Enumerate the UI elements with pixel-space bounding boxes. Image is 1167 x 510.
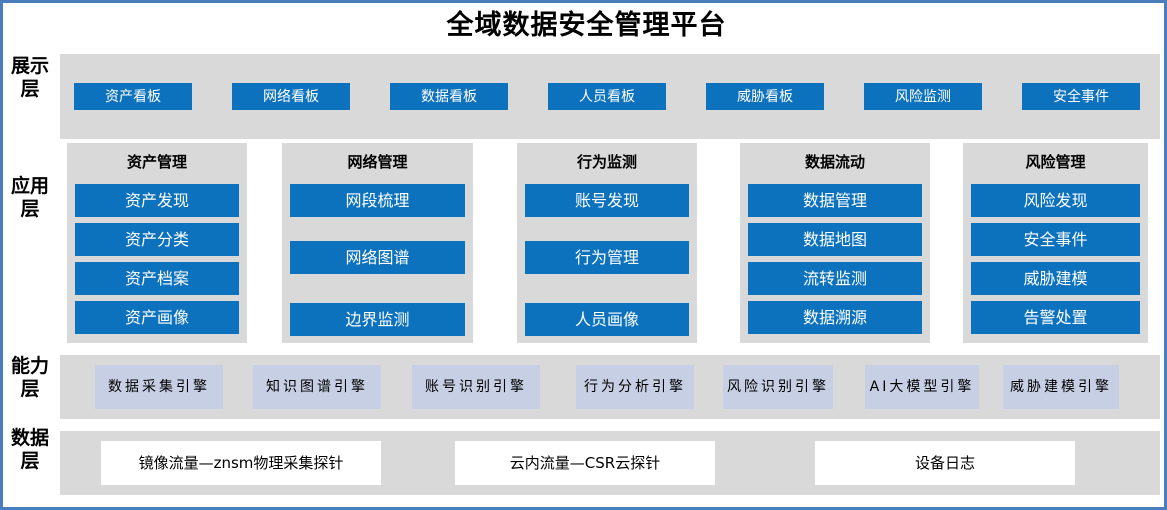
- data-source-cloud-traffic-probe[interactable]: 云内流量—CSR云探针: [455, 441, 715, 485]
- app-column-title: 资产管理: [126, 153, 187, 171]
- layer-label-data: 数据层: [10, 427, 49, 472]
- app-item-asset-classification[interactable]: 资产分类: [75, 223, 239, 256]
- app-item-alert-handling[interactable]: 告警处置: [971, 301, 1140, 334]
- app-item-risk-discovery[interactable]: 风险发现: [971, 184, 1140, 217]
- app-item-segment-sorting[interactable]: 网段梳理: [290, 184, 465, 217]
- app-item-account-discovery[interactable]: 账号发现: [525, 184, 689, 217]
- app-column-behavior-monitoring: 行为监测 账号发现 行为管理 人员画像: [517, 143, 697, 343]
- app-item-asset-discovery[interactable]: 资产发现: [75, 184, 239, 217]
- presentation-item-risk-monitor[interactable]: 风险监测: [864, 83, 982, 110]
- capability-item-knowledge-graph-engine[interactable]: 知识图谱引擎: [253, 365, 381, 409]
- app-column-title: 行为监测: [576, 153, 637, 171]
- app-item-behavior-mgmt[interactable]: 行为管理: [525, 241, 689, 274]
- capability-item-threat-modeling-engine[interactable]: 威胁建模引擎: [1003, 365, 1119, 409]
- app-item-person-profile[interactable]: 人员画像: [525, 303, 689, 336]
- app-item-security-event[interactable]: 安全事件: [971, 223, 1140, 256]
- capability-item-behavior-analysis-engine[interactable]: 行为分析引擎: [576, 365, 694, 409]
- capability-item-label: AI大模型引擎: [869, 379, 975, 395]
- capability-item-label: 数据采集引擎: [108, 379, 210, 395]
- app-column-title: 数据流动: [804, 153, 865, 171]
- app-item-threat-modeling[interactable]: 威胁建模: [971, 262, 1140, 295]
- capability-item-risk-identification-engine[interactable]: 风险识别引擎: [723, 365, 833, 409]
- app-column-title: 风险管理: [1025, 153, 1086, 171]
- app-item-asset-archive[interactable]: 资产档案: [75, 262, 239, 295]
- app-column-title: 网络管理: [347, 153, 408, 171]
- presentation-item-security-event[interactable]: 安全事件: [1022, 83, 1140, 110]
- layer-label-capability: 能力层: [10, 355, 49, 400]
- presentation-item-data-board[interactable]: 数据看板: [390, 83, 508, 110]
- presentation-item-network-board[interactable]: 网络看板: [232, 83, 350, 110]
- capability-item-ai-large-model-engine[interactable]: AI大模型引擎: [865, 365, 979, 409]
- page-title: 全域数据安全管理平台: [446, 10, 727, 41]
- data-source-mirror-traffic-probe[interactable]: 镜像流量—znsm物理采集探针: [101, 441, 381, 485]
- app-item-network-graph[interactable]: 网络图谱: [290, 241, 465, 274]
- app-item-flow-monitor[interactable]: 流转监测: [748, 262, 922, 295]
- capability-item-account-recognition-engine[interactable]: 账号识别引擎: [412, 365, 540, 409]
- capability-item-label: 知识图谱引擎: [266, 379, 368, 395]
- app-item-asset-profile[interactable]: 资产画像: [75, 301, 239, 334]
- app-item-boundary-monitor[interactable]: 边界监测: [290, 303, 465, 336]
- capability-item-data-collection-engine[interactable]: 数据采集引擎: [95, 365, 223, 409]
- capability-item-label: 威胁建模引擎: [1010, 379, 1112, 395]
- layer-label-application: 应用层: [10, 175, 49, 220]
- capability-item-label: 账号识别引擎: [425, 379, 527, 395]
- app-column-network-management: 网络管理 网段梳理 网络图谱 边界监测: [282, 143, 473, 343]
- capability-item-label: 风险识别引擎: [727, 379, 829, 395]
- app-item-data-lineage[interactable]: 数据溯源: [748, 301, 922, 334]
- presentation-item-people-board[interactable]: 人员看板: [548, 83, 666, 110]
- app-item-data-map[interactable]: 数据地图: [748, 223, 922, 256]
- app-column-asset-management: 资产管理 资产发现 资产分类 资产档案 资产画像: [67, 143, 247, 343]
- presentation-item-asset-board[interactable]: 资产看板: [74, 83, 192, 110]
- capability-item-label: 行为分析引擎: [584, 379, 686, 395]
- app-column-risk-management: 风险管理 风险发现 安全事件 威胁建模 告警处置: [963, 143, 1148, 343]
- data-source-device-logs[interactable]: 设备日志: [815, 441, 1075, 485]
- app-column-data-flow: 数据流动 数据管理 数据地图 流转监测 数据溯源: [740, 143, 930, 343]
- layer-label-presentation: 展示层: [10, 55, 49, 100]
- app-item-data-management[interactable]: 数据管理: [748, 184, 922, 217]
- presentation-item-threat-board[interactable]: 威胁看板: [706, 83, 824, 110]
